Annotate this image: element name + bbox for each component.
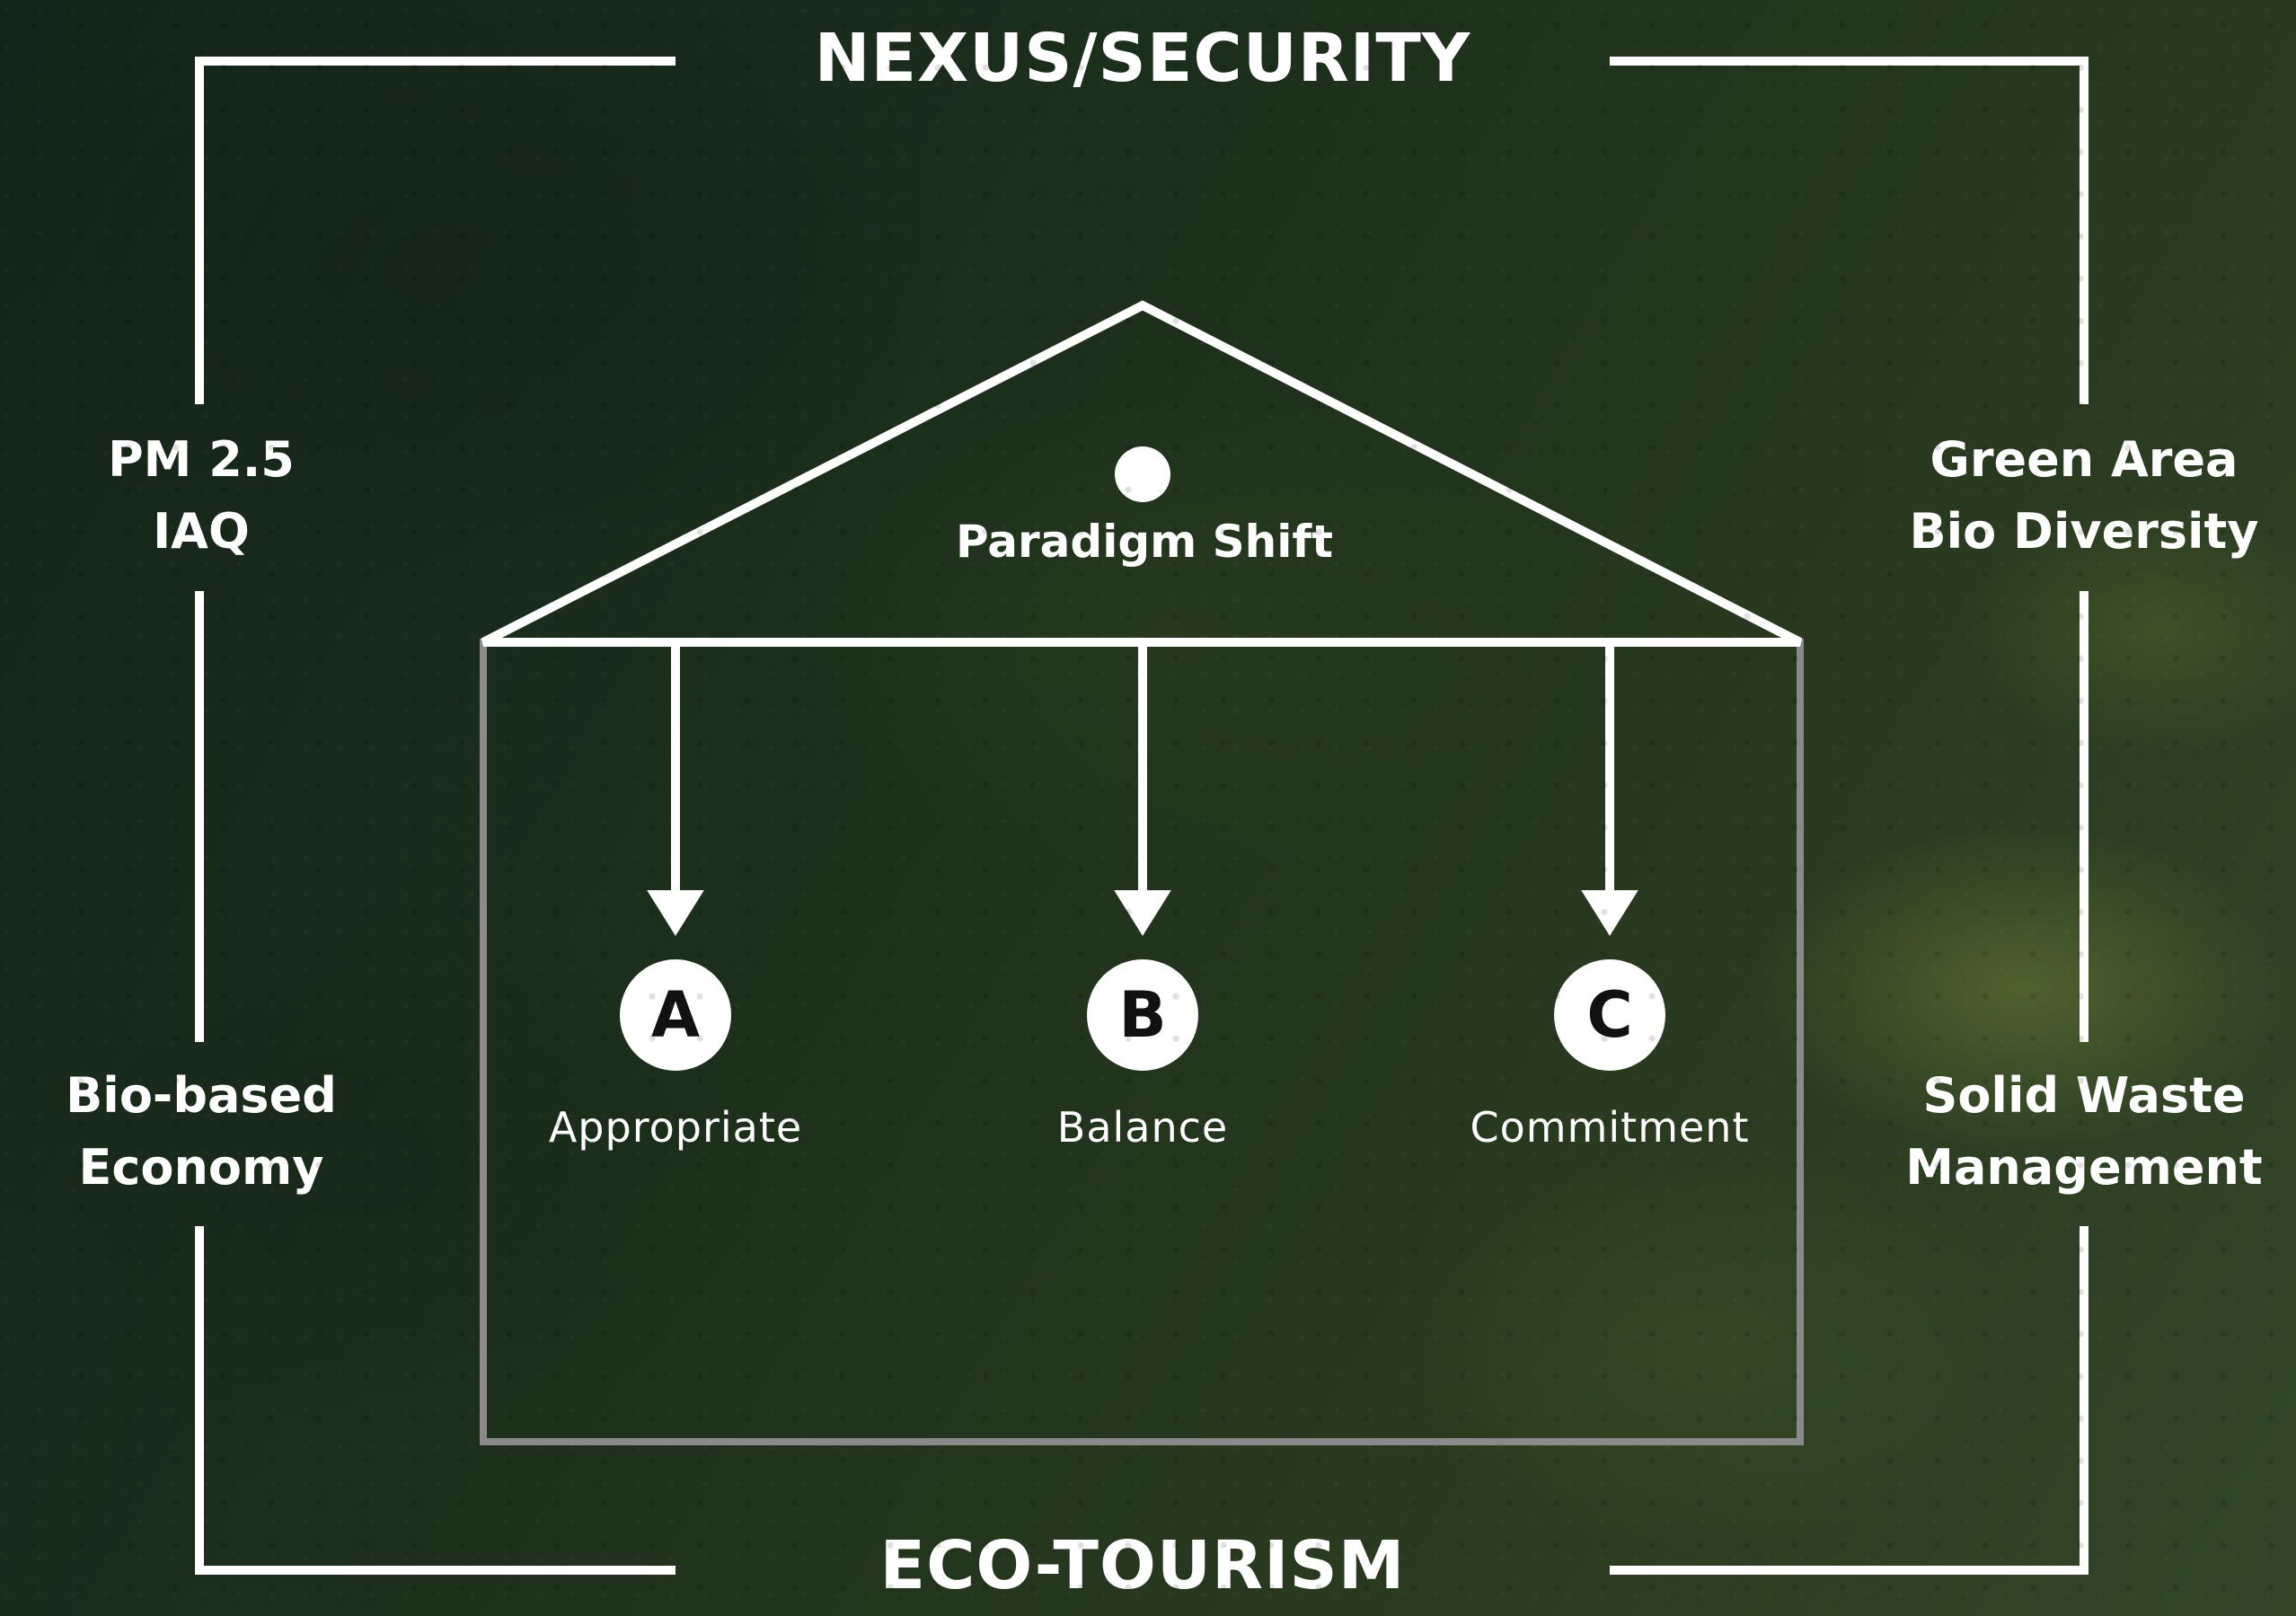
- arrow-c-head: [1581, 890, 1638, 936]
- arrow-b-head: [1114, 890, 1171, 936]
- frame-bottom-right: [1610, 1226, 2088, 1575]
- pillar-a-label: Appropriate: [548, 1103, 803, 1152]
- bottom-heading: ECO-TOURISM: [879, 1527, 1406, 1604]
- right-lower-label: Solid Waste Management: [1905, 1060, 2263, 1204]
- frame-top-left: [195, 57, 676, 404]
- pillar-b-label: Balance: [1056, 1103, 1229, 1152]
- left-upper-line-2: IAQ: [153, 503, 250, 560]
- pillar-arrows: [647, 642, 1638, 936]
- frame-top-right: [1610, 57, 2088, 404]
- left-upper-label: PM 2.5 IAQ: [108, 424, 295, 568]
- outer-frame: [195, 57, 2088, 1575]
- paradigm-shift-title: Paradigm Shift: [955, 516, 1334, 568]
- right-lower-line-1: Solid Waste: [1922, 1067, 2246, 1124]
- pillar-c-label: Commitment: [1470, 1103, 1750, 1152]
- frame-bottom-left: [195, 1226, 676, 1575]
- arrow-a-head: [647, 890, 704, 936]
- pillar-b-badge: B: [1087, 959, 1198, 1071]
- pillar-a-badge: A: [620, 959, 731, 1071]
- right-upper-line-1: Green Area: [1930, 431, 2239, 488]
- right-lower-line-2: Management: [1905, 1139, 2263, 1196]
- right-upper-label: Green Area Bio Diversity: [1909, 424, 2258, 568]
- left-lower-label: Bio-based Economy: [66, 1060, 337, 1204]
- right-upper-line-2: Bio Diversity: [1909, 503, 2259, 560]
- left-lower-line-1: Bio-based: [66, 1067, 337, 1124]
- top-heading: NEXUS/SECURITY: [814, 20, 1471, 97]
- pillar-c-badge: C: [1554, 959, 1665, 1071]
- left-lower-line-2: Economy: [78, 1139, 324, 1196]
- left-upper-line-1: PM 2.5: [108, 431, 295, 488]
- paradigm-dot: [1115, 446, 1170, 502]
